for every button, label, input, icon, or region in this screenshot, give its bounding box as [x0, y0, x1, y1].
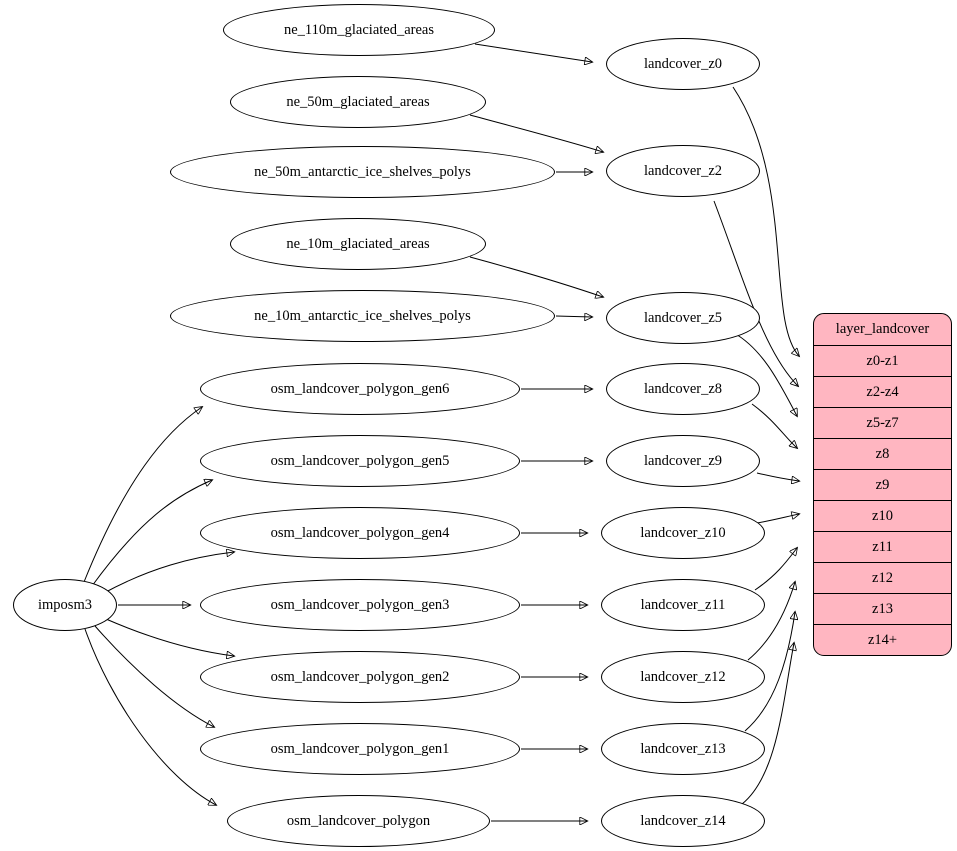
- layer-table-row-z12: z12: [814, 562, 951, 593]
- edge-imposm3-gen6: [83, 407, 202, 583]
- node-landcover-z5: landcover_z5: [606, 292, 760, 344]
- edge-z13-row: [744, 612, 795, 732]
- layer-table-row-z0-z1: z0-z1: [814, 345, 951, 376]
- layer-table-row-z9: z9: [814, 469, 951, 500]
- node-ne-10m-antarctic-ice-shelves-polys: ne_10m_antarctic_ice_shelves_polys: [170, 290, 555, 342]
- edge-z2-row: [713, 200, 798, 386]
- edge-z11-row: [754, 548, 797, 591]
- node-osm-landcover-polygon-gen2: osm_landcover_polygon_gen2: [200, 651, 520, 703]
- edge-z0-row: [732, 86, 799, 356]
- edge-ne10g-z5: [469, 256, 603, 297]
- node-landcover-z12: landcover_z12: [601, 651, 765, 703]
- layer-landcover-table: layer_landcover z0-z1 z2-z4 z5-z7 z8 z9 …: [813, 313, 952, 656]
- edge-imposm3-gen1: [94, 625, 214, 727]
- layer-table-row-z5-z7: z5-z7: [814, 407, 951, 438]
- edge-z8-row: [751, 403, 797, 448]
- node-landcover-z14: landcover_z14: [601, 795, 765, 847]
- node-osm-landcover-polygon-gen5: osm_landcover_polygon_gen5: [200, 435, 520, 487]
- edge-imposm3-gen4: [103, 552, 234, 594]
- layer-table-row-z13: z13: [814, 593, 951, 624]
- edge-z12-row: [747, 582, 795, 661]
- edge-imposm3-gen5: [91, 480, 212, 587]
- edge-ne50g-z2: [469, 114, 603, 152]
- node-landcover-z13: landcover_z13: [601, 723, 765, 775]
- node-osm-landcover-polygon-gen1: osm_landcover_polygon_gen1: [200, 723, 520, 775]
- node-landcover-z8: landcover_z8: [606, 363, 760, 415]
- node-ne-110m-glaciated-areas: ne_110m_glaciated_areas: [223, 4, 495, 56]
- edge-z10-row: [756, 514, 799, 524]
- node-landcover-z9: landcover_z9: [606, 435, 760, 487]
- node-osm-landcover-polygon: osm_landcover_polygon: [227, 795, 490, 847]
- node-osm-landcover-polygon-gen6: osm_landcover_polygon_gen6: [200, 363, 520, 415]
- node-ne-10m-glaciated-areas: ne_10m_glaciated_areas: [230, 218, 486, 270]
- edge-z5-row: [733, 332, 797, 416]
- layer-table-row-z10: z10: [814, 500, 951, 531]
- edge-imposm3-polygon: [84, 628, 216, 805]
- node-landcover-z11: landcover_z11: [601, 579, 765, 631]
- node-ne-50m-antarctic-ice-shelves-polys: ne_50m_antarctic_ice_shelves_polys: [170, 146, 555, 198]
- layer-table-title: layer_landcover: [835, 321, 930, 337]
- edge-z14-row: [741, 643, 794, 805]
- edge-z9-row: [756, 472, 799, 481]
- node-imposm3: imposm3: [13, 579, 117, 631]
- layer-table-row-z11: z11: [814, 531, 951, 562]
- node-landcover-z2: landcover_z2: [606, 145, 760, 197]
- layer-table-row-z14plus: z14+: [814, 624, 951, 655]
- edge-imposm3-gen2: [105, 618, 234, 656]
- edge-ne110g-z0: [474, 43, 592, 62]
- node-osm-landcover-polygon-gen4: osm_landcover_polygon_gen4: [200, 507, 520, 559]
- node-landcover-z0: landcover_z0: [606, 38, 760, 90]
- node-osm-landcover-polygon-gen3: osm_landcover_polygon_gen3: [200, 579, 520, 631]
- node-landcover-z10: landcover_z10: [601, 507, 765, 559]
- layer-table-row-z8: z8: [814, 438, 951, 469]
- node-ne-50m-glaciated-areas: ne_50m_glaciated_areas: [230, 76, 486, 128]
- edge-ne10a-z5: [555, 316, 592, 317]
- layer-table-row-z2-z4: z2-z4: [814, 376, 951, 407]
